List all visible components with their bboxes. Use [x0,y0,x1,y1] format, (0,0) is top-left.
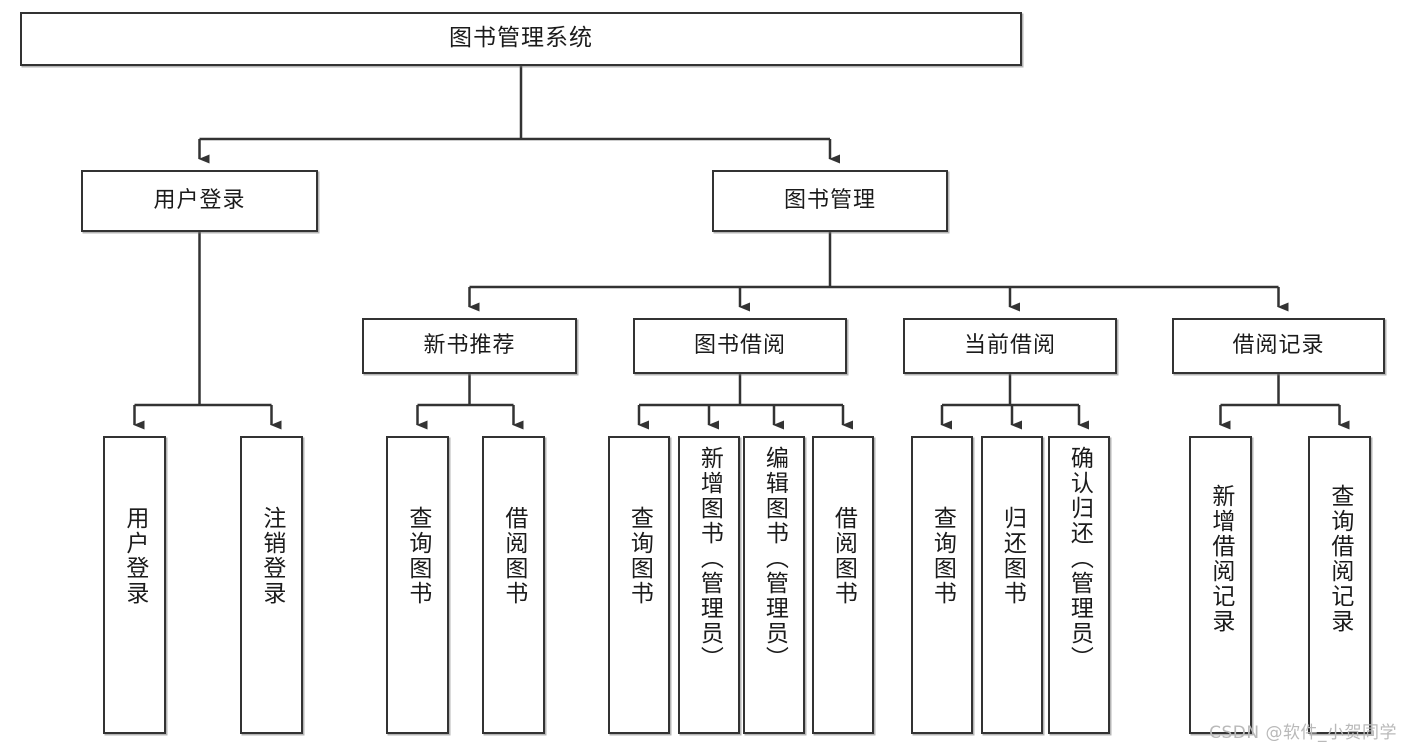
node-label: 查询借阅记录 [1326,484,1353,634]
node-new-book-rec[interactable]: 新书推荐 [362,318,577,374]
node-label: 新增借阅记录 [1207,484,1234,634]
node-leaf-edit-book[interactable]: 编辑图书（管理员） [743,436,805,734]
node-leaf-query-book-1[interactable]: 查询图书 [386,436,449,734]
node-leaf-add-book[interactable]: 新增图书（管理员） [678,436,740,734]
node-leaf-add-record[interactable]: 新增借阅记录 [1189,436,1252,734]
node-current-borrow[interactable]: 当前借阅 [903,318,1117,374]
node-book-borrow[interactable]: 图书借阅 [633,318,847,374]
node-label: 查询图书 [929,506,956,606]
node-leaf-query-book-2[interactable]: 查询图书 [608,436,670,734]
node-leaf-borrow-book-1[interactable]: 借阅图书 [482,436,545,734]
node-leaf-query-record[interactable]: 查询借阅记录 [1308,436,1371,734]
node-label: 图书借阅 [693,332,786,358]
node-label: 确认归还（管理员） [1066,446,1093,671]
node-label: 用户登录 [153,187,246,213]
node-leaf-user-login[interactable]: 用户登录 [103,436,166,734]
node-book-manage[interactable]: 图书管理 [712,170,948,232]
node-label: 图书管理 [783,187,876,213]
node-borrow-record[interactable]: 借阅记录 [1172,318,1385,374]
node-label: 查询图书 [404,506,431,606]
node-label: 注销登录 [258,506,285,606]
node-label: 用户登录 [121,506,148,606]
node-label: 借阅图书 [500,506,527,606]
watermark: CSDN @软件_小贺同学 [1209,723,1397,743]
node-label: 借阅图书 [830,506,857,606]
node-label: 图书管理系统 [449,25,593,52]
node-label: 归还图书 [999,506,1026,606]
node-label: 借阅记录 [1232,332,1325,358]
node-root[interactable]: 图书管理系统 [20,12,1022,66]
node-label: 新书推荐 [423,332,516,358]
node-leaf-logout[interactable]: 注销登录 [240,436,303,734]
node-label: 编辑图书（管理员） [761,446,788,671]
node-user-login[interactable]: 用户登录 [81,170,318,232]
node-leaf-query-book-3[interactable]: 查询图书 [911,436,973,734]
node-label: 新增图书（管理员） [696,446,723,671]
node-leaf-return-book[interactable]: 归还图书 [981,436,1043,734]
node-leaf-confirm-return[interactable]: 确认归还（管理员） [1048,436,1110,734]
node-leaf-borrow-book-2[interactable]: 借阅图书 [812,436,874,734]
node-label: 当前借阅 [963,332,1056,358]
node-label: 查询图书 [626,506,653,606]
